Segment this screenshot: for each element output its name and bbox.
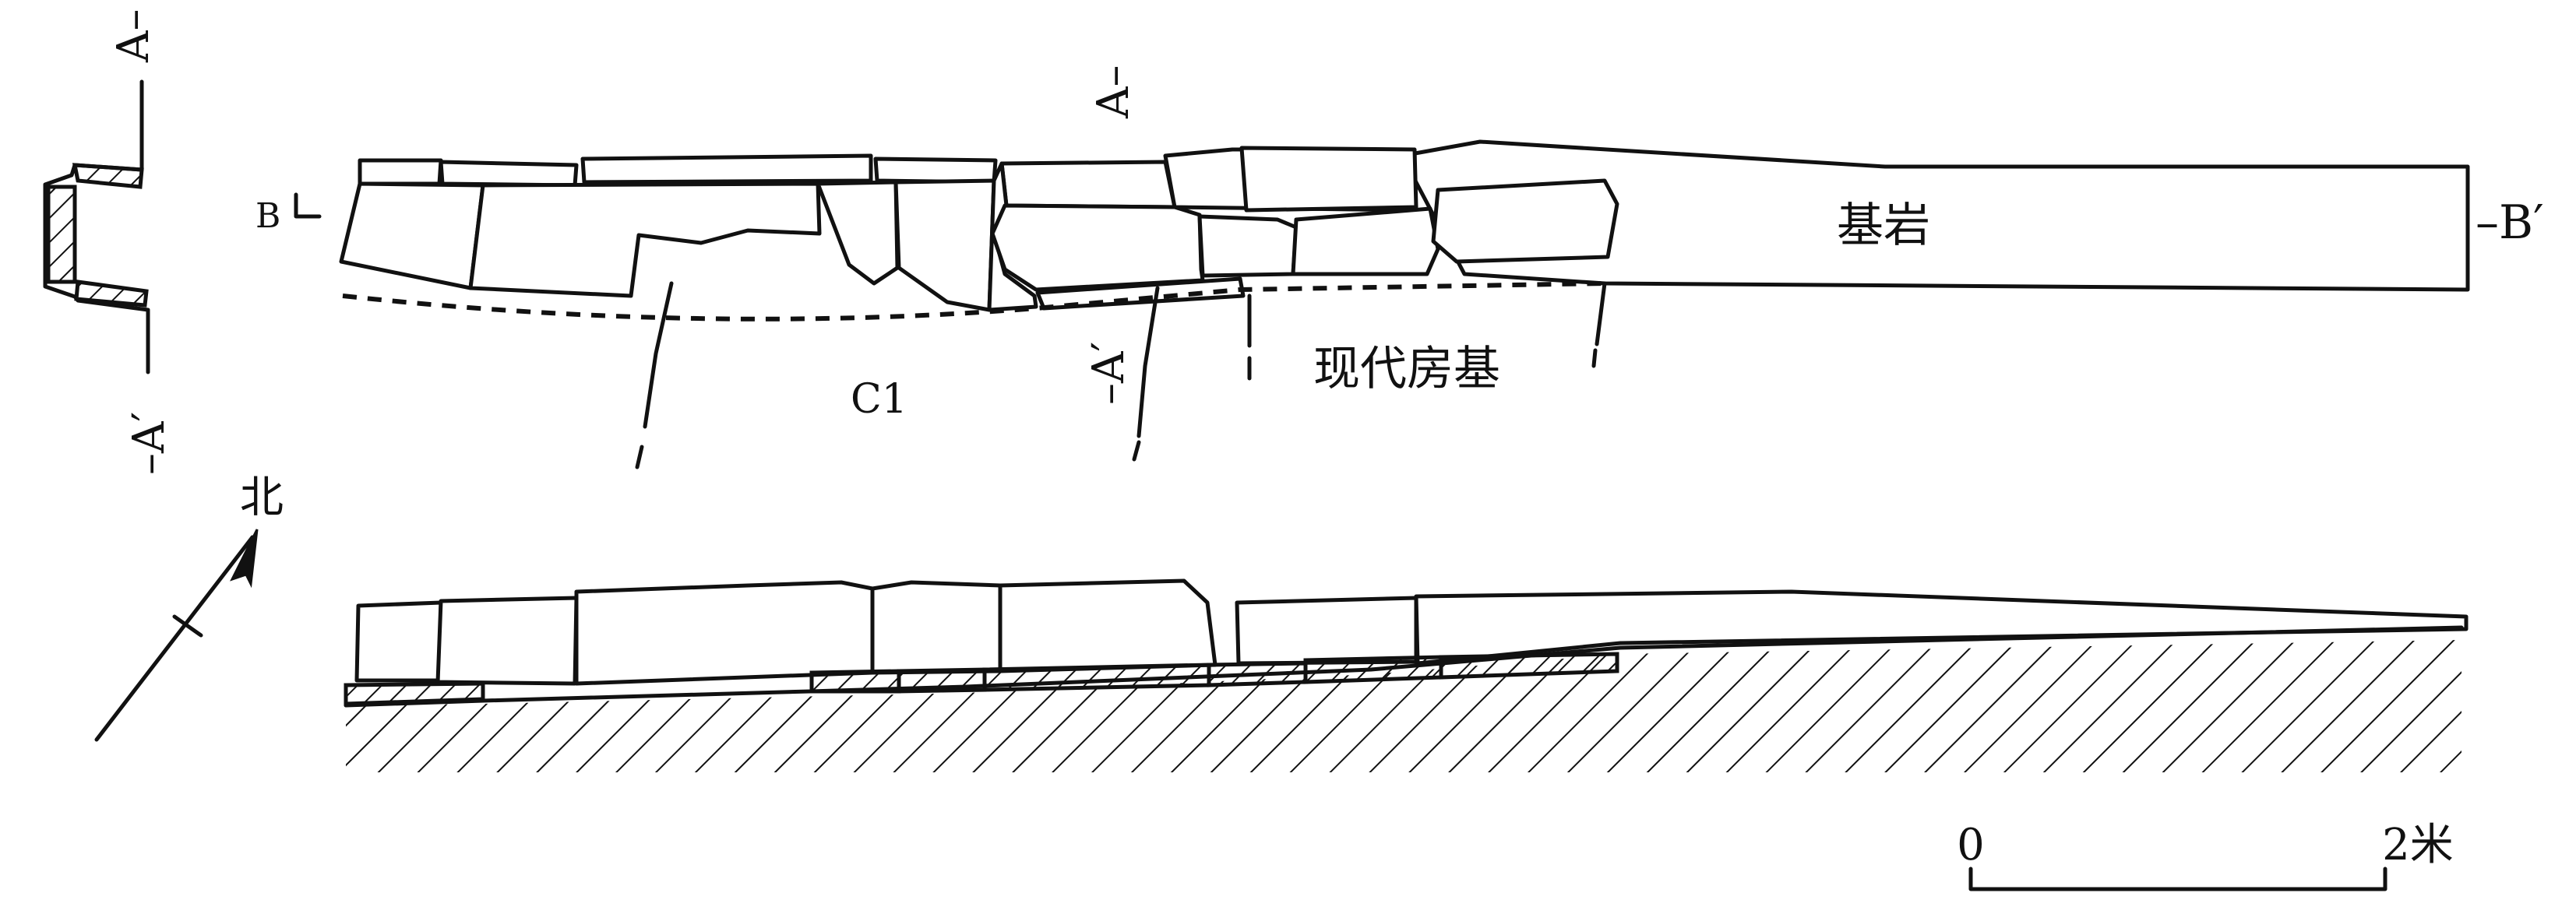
bedrock-label: 基岩 [1837, 199, 1930, 253]
stone-16 [1431, 178, 1619, 264]
elev-stone-5 [998, 578, 1218, 673]
c1-right-wall [1136, 286, 1160, 438]
north-arrow-head [230, 529, 259, 589]
section-a-top-slab [72, 163, 144, 189]
c1-label: C1 [851, 376, 907, 423]
stone-10 [816, 180, 900, 286]
stone-3 [580, 153, 873, 185]
section-a-bottom-slab [74, 279, 149, 308]
bedrock-outline [1400, 139, 2470, 292]
elevation-view [344, 578, 2469, 772]
trench-dashed-line [342, 281, 1605, 322]
elev-stone-6 [1235, 596, 1418, 666]
section-a-bottom-label: –A′ [124, 412, 174, 475]
stone-11 [893, 178, 996, 312]
elev-stone-3 [574, 580, 875, 686]
ground-hatch [346, 640, 2461, 772]
plan-a-top-label: A– [1088, 65, 1139, 119]
north-label: 北 [240, 473, 284, 523]
stone-5 [999, 160, 1177, 209]
elev-slab-4 [982, 663, 1211, 692]
stone-4 [873, 156, 998, 185]
scale-bar-end-label: 2米 [2382, 820, 2454, 870]
north-arrow: 北 [94, 473, 284, 742]
modern-foundation-label: 现代房基 [1313, 342, 1500, 396]
elev-slab-6 [1303, 655, 1443, 684]
elev-stone-2 [435, 596, 579, 686]
elev-stone-4 [870, 580, 1003, 675]
elev-slab-3 [897, 667, 987, 694]
stone-12 [987, 161, 1038, 312]
plan-a-bottom-label: –A′ [1084, 342, 1134, 405]
stone-7 [1239, 146, 1418, 213]
section-a-top-label: A– [108, 9, 159, 63]
b-left-label: B [255, 196, 280, 236]
stone-15 [1291, 206, 1440, 276]
plan-view: A– –A′ B –B′ 基岩 现代房基 C1 [255, 65, 2544, 469]
stone-8 [339, 181, 485, 290]
stone-13 [990, 203, 1205, 292]
elev-slab-2 [809, 669, 901, 694]
section-a-profile: A– –A′ [43, 9, 174, 475]
elev-slab-1 [344, 681, 485, 706]
stone-9 [468, 181, 822, 298]
b-right-label: –B′ [2476, 195, 2544, 250]
c1-left-wall [643, 281, 674, 429]
scale-bar-start-label: 0 [1957, 820, 1985, 870]
elev-stone-1 [354, 600, 443, 683]
elev-slab-7 [1439, 652, 1619, 680]
modern-foundation-right-wall [1595, 281, 1607, 346]
stone-2 [439, 160, 579, 188]
stone-1 [358, 158, 443, 186]
stone-17 [1035, 276, 1246, 311]
section-a-wall [46, 185, 77, 284]
scale-bar: 0 2米 [1957, 820, 2454, 891]
stone-14 [1197, 214, 1299, 278]
elev-slab-5 [1207, 661, 1308, 687]
